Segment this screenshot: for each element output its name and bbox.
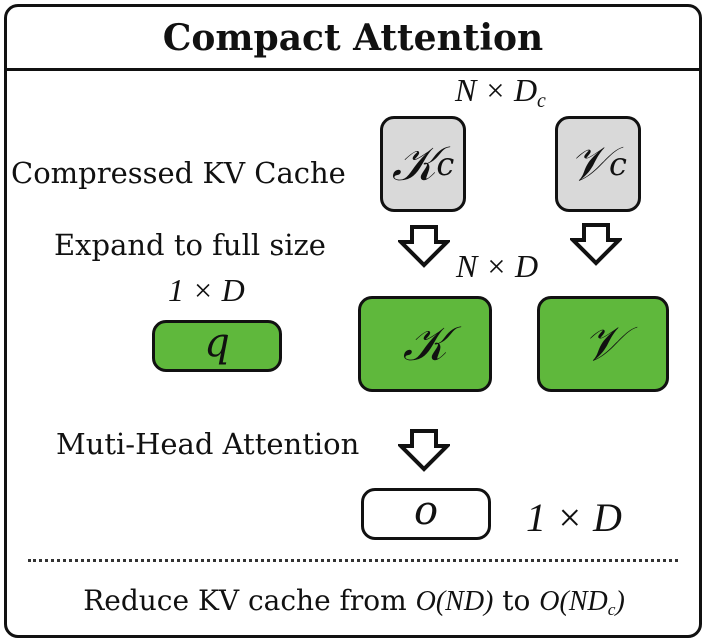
query-box: q [152, 320, 282, 372]
dotted-divider [28, 559, 678, 562]
full-dim-label: N × D [456, 248, 539, 284]
key-box: 𝒦 [358, 296, 492, 392]
compressed-kv-cache-label: Compressed KV Cache [11, 156, 346, 190]
output-box: o [361, 488, 491, 540]
compressed-dim-label: N × Dc [455, 72, 546, 112]
from-complexity: O(ND) [415, 586, 494, 617]
expand-label: Expand to full size [54, 228, 326, 262]
footer-note: Reduce KV cache from O(ND) to O(NDc) [83, 584, 625, 620]
attention-arrow-icon [398, 429, 450, 472]
value-box: 𝒱 [537, 296, 669, 392]
expand-value-arrow-icon [570, 223, 622, 266]
query-dim-label: 1 × D [168, 272, 245, 308]
multi-head-attention-label: Muti-Head Attention [56, 427, 360, 461]
title-bar: Compact Attention [7, 7, 699, 71]
output-dim-label: 1 × D [526, 495, 622, 540]
expand-key-arrow-icon [398, 225, 450, 268]
to-complexity: O(NDc) [539, 586, 625, 620]
panel-title: Compact Attention [162, 16, 544, 59]
